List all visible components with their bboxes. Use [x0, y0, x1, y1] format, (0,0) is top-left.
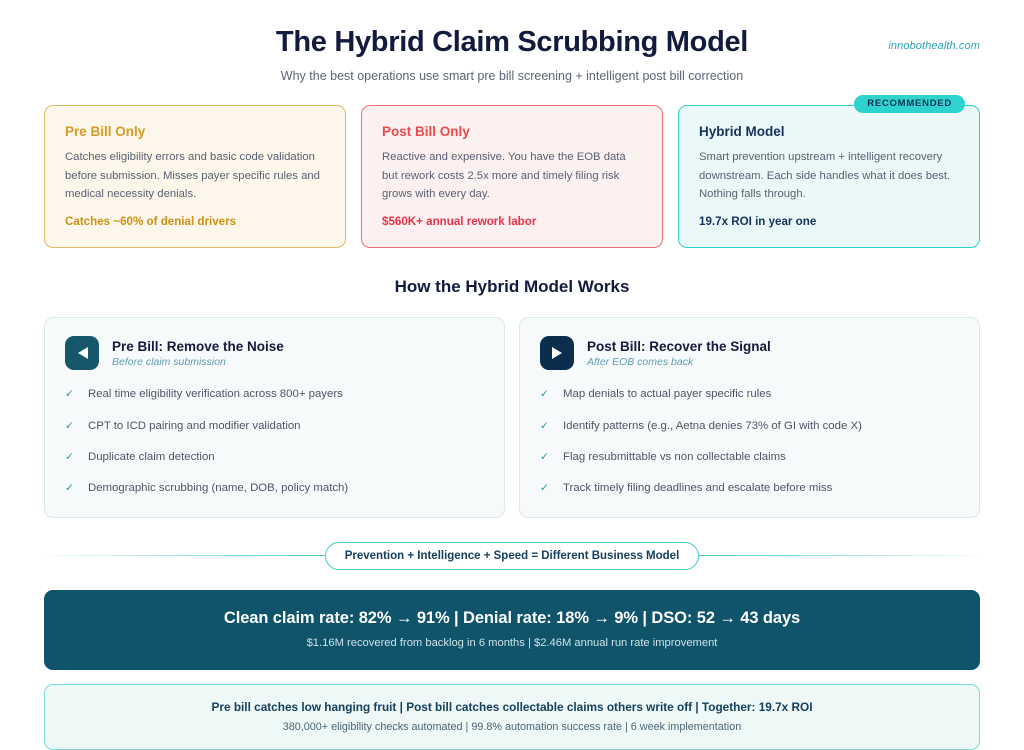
card-stat: $560K+ annual rework labor [382, 215, 537, 229]
card-heading: Post Bill Only [382, 124, 470, 140]
feature-item: ✓ Duplicate claim detection [65, 450, 484, 465]
mechanism-panels: Pre Bill: Remove the Noise Before claim … [44, 317, 980, 518]
feature-label: Real time eligibility verification acros… [88, 388, 343, 401]
page-subtitle: Why the best operations use smart pre bi… [280, 69, 744, 84]
card-body: Smart prevention upstream + intelligent … [699, 151, 951, 200]
check-icon: ✓ [540, 388, 549, 401]
check-icon: ✓ [540, 482, 549, 495]
feature-item: ✓ Demographic scrubbing (name, DOB, poli… [65, 481, 484, 496]
feature-item: ✓ CPT to ICD pairing and modifier valida… [65, 419, 484, 434]
feature-item: ✓ Identify patterns (e.g., Aetna denies … [540, 419, 959, 434]
card-stat: Catches ~60% of denial drivers [65, 215, 237, 229]
divider-line-right [699, 555, 980, 557]
triangle-right-icon [540, 336, 574, 371]
panel-subtitle: After EOB comes back [587, 355, 694, 368]
comparison-card-post-bill: Post Bill Only Reactive and expensive. Y… [361, 105, 663, 249]
panel-title-group: Pre Bill: Remove the Noise Before claim … [112, 339, 284, 368]
check-icon: ✓ [65, 451, 74, 464]
divider-pill-label: Prevention + Intelligence + Speed = Diff… [324, 541, 700, 570]
feature-item: ✓ Map denials to actual payer specific r… [540, 387, 959, 402]
summary-band: Pre bill catches low hanging fruit | Pos… [44, 683, 980, 750]
check-icon: ✓ [65, 419, 74, 432]
feature-item: ✓ Track timely filing deadlines and esca… [540, 481, 959, 496]
check-icon: ✓ [540, 419, 549, 432]
panel-title: Post Bill: Recover the Signal [587, 338, 771, 354]
panel-header: Pre Bill: Remove the Noise Before claim … [65, 336, 484, 371]
panel-post-bill: Post Bill: Recover the Signal After EOB … [519, 317, 980, 518]
brand-watermark: innobothealth.com [888, 40, 980, 52]
triangle-left-icon [65, 336, 99, 371]
feature-label: Flag resubmittable vs non collectable cl… [563, 451, 786, 464]
panel-subtitle: Before claim submission [112, 355, 226, 368]
panel-title: Pre Bill: Remove the Noise [112, 338, 284, 354]
feature-label: Identify patterns (e.g., Aetna denies 73… [563, 419, 862, 432]
recommended-badge: RECOMMENDED [854, 95, 965, 113]
feature-label: Track timely filing deadlines and escala… [563, 482, 833, 495]
comparison-card-hybrid: RECOMMENDED Hybrid Model Smart preventio… [678, 95, 980, 249]
feature-label: Duplicate claim detection [88, 451, 215, 464]
feature-item: ✓ Real time eligibility verification acr… [65, 387, 484, 402]
card-stat: 19.7x ROI in year one [699, 215, 817, 229]
results-subline: $1.16M recovered from backlog in 6 month… [306, 636, 718, 649]
results-headline: Clean claim rate: 82% → 91% | Denial rat… [223, 608, 801, 627]
card-heading: Hybrid Model [699, 124, 785, 140]
card-body: Catches eligibility errors and basic cod… [65, 151, 320, 200]
card-body: Reactive and expensive. You have the EOB… [382, 151, 626, 200]
feature-label: Demographic scrubbing (name, DOB, policy… [88, 482, 349, 495]
check-icon: ✓ [540, 451, 549, 464]
panel-pre-bill: Pre Bill: Remove the Noise Before claim … [44, 317, 505, 518]
check-icon: ✓ [65, 388, 74, 401]
feature-label: CPT to ICD pairing and modifier validati… [88, 419, 301, 432]
divider-line-left [44, 555, 325, 557]
summary-subline: 380,000+ eligibility checks automated | … [282, 720, 742, 733]
card-heading: Pre Bill Only [65, 124, 146, 140]
panel-header: Post Bill: Recover the Signal After EOB … [540, 336, 959, 371]
panel-title-group: Post Bill: Recover the Signal After EOB … [587, 339, 771, 368]
feature-item: ✓ Flag resubmittable vs non collectable … [540, 450, 959, 465]
comparison-card-pre-bill: Pre Bill Only Catches eligibility errors… [44, 105, 346, 249]
comparison-cards: Pre Bill Only Catches eligibility errors… [44, 95, 980, 249]
page-title: The Hybrid Claim Scrubbing Model [275, 26, 749, 58]
results-band: Clean claim rate: 82% → 91% | Denial rat… [44, 589, 980, 670]
feature-label: Map denials to actual payer specific rul… [563, 388, 772, 401]
divider: Prevention + Intelligence + Speed = Diff… [44, 541, 980, 570]
section-heading: How the Hybrid Model Works [394, 277, 630, 297]
check-icon: ✓ [65, 482, 74, 495]
summary-headline: Pre bill catches low hanging fruit | Pos… [211, 699, 813, 714]
page-header: The Hybrid Claim Scrubbing Model Why the… [0, 0, 1024, 83]
